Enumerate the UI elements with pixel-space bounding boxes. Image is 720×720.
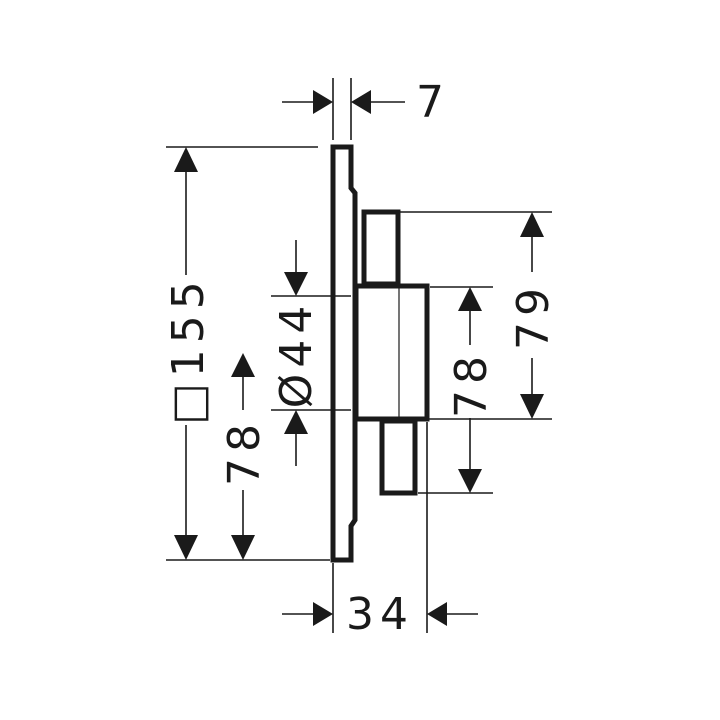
upper-module: [361, 209, 401, 287]
label-plate-height: □155: [163, 275, 214, 425]
extension-lines: [166, 78, 552, 633]
dimension-44: [284, 240, 308, 466]
lower-module: [379, 418, 418, 496]
center-cartridge: [353, 283, 430, 422]
cover-plate: [330, 144, 358, 563]
label-offset-left: 78: [219, 418, 270, 486]
label-diameter: Ø44: [271, 300, 322, 409]
part-outline: [330, 144, 430, 563]
dimension-155: [174, 147, 198, 560]
dimension-78-left: [231, 353, 255, 560]
label-plate-thickness: 7: [416, 77, 450, 128]
label-depth: 34: [346, 589, 414, 640]
label-offset-right: 78: [446, 350, 497, 418]
dimension-34: [282, 602, 478, 626]
label-module-height: 79: [508, 282, 559, 350]
dimension-7: [282, 90, 405, 114]
dimension-78-right: [458, 287, 482, 493]
dimension-79: [520, 212, 544, 419]
